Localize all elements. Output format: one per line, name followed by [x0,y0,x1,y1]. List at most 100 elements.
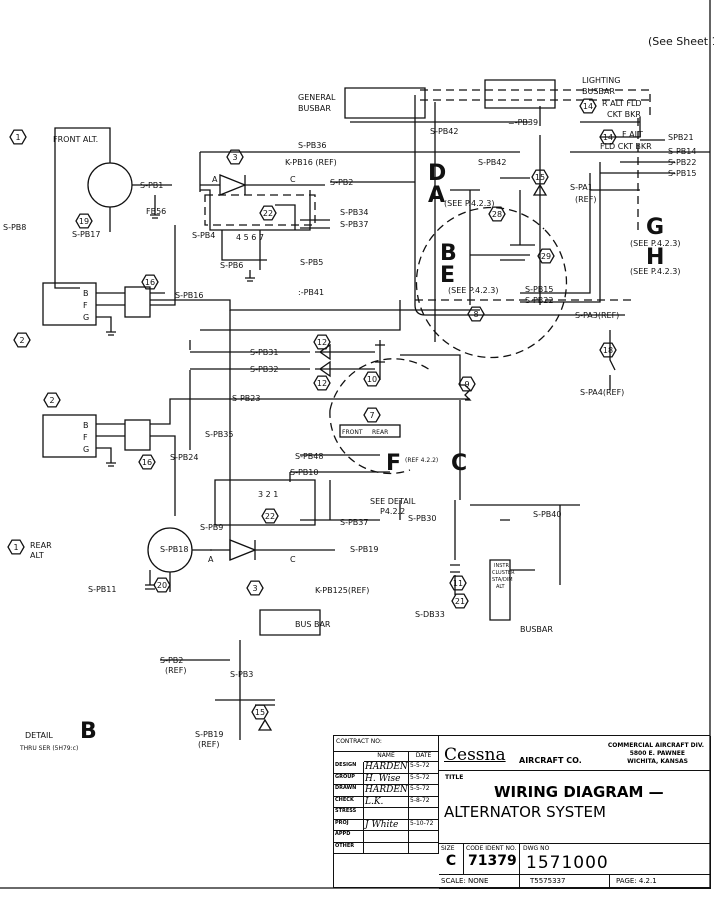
hexagon-icon [599,129,617,145]
callout-number: 11 [453,579,463,588]
wire-label: S-PB22 [525,296,553,305]
company-block: Cessna AIRCRAFT CO. COMMERCIAL AIRCRAFT … [439,736,711,771]
hexagon-icon [251,704,269,720]
wire-label: S-PB42 [478,158,506,167]
wire-label: S-PB37 [340,220,368,229]
hexagon-icon [599,342,617,358]
signoff-role: DESIGN [334,762,364,774]
section-letters: D A B E G H F C B [80,161,664,744]
wire-label: CKT BKR [607,110,641,119]
wire-label: S-PB11 [88,585,116,594]
callout-22: 22 [261,508,279,524]
division: COMMERCIAL AIRCRAFT DIV. [607,742,704,749]
wire-label: S-PB42 [430,127,458,136]
wire-label: =-PB39 [508,118,538,127]
callout-14: 14 [599,129,617,145]
wire-label: G [83,313,89,322]
reference-number: T5575337 [520,875,610,889]
wire-label: G [646,215,664,240]
wire-label: ALT [496,584,506,590]
wire-label: (REF) [575,195,596,204]
hexagon-icon [246,580,264,596]
wire-label: S-PB3 [230,670,253,679]
wire-label: LIGHTING [582,76,620,85]
callout-1: 1 [7,539,25,555]
wire-label: C [290,175,296,184]
wire-label: P4.2.2 [380,507,405,516]
callout-22: 22 [259,205,277,221]
wire-label: S-PB35 [205,430,233,439]
hexagon-icon [261,508,279,524]
callout-number: 21 [455,597,465,606]
signoff-date: 5-5-72 [409,773,439,785]
title-area: TITLE WIRING DIAGRAM — ALTERNATOR SYSTEM [439,771,711,844]
wires [42,79,710,740]
callout-number: 15 [535,173,545,182]
hexagon-icon [13,332,31,348]
wire-label: (REF) [165,666,186,675]
wire-label: S-PB10 [290,468,318,477]
wire-label: (SEE P.4.2.3) [444,199,494,208]
wire-label: F ALT [622,130,643,139]
wire-label: S-PB40 [533,510,561,519]
signoff-date [409,808,439,820]
wire-label: B [80,719,97,744]
callout-number: 3 [232,153,237,162]
wire-label: FRONT ALT. [53,135,98,144]
wire-label: S-PB9 [200,523,223,532]
callout-21: 21 [451,593,469,609]
wire-label: (SEE P.4.2.3) [448,286,498,295]
callout-number: 10 [367,375,377,384]
callout-number: 22 [263,209,273,218]
wire-label: B [440,241,457,266]
callout-28: 28 [488,206,506,222]
callout-number: 9 [464,380,469,389]
wire-label: (SEE P.4.2.3) [630,239,680,248]
callout-8: 8 [467,306,485,322]
callout-2: 2 [13,332,31,348]
hexagon-icon [9,129,27,145]
signoff-date: 5-5-72 [409,762,439,774]
title-line-1: WIRING DIAGRAM — [494,783,664,801]
wire-label: S-PB6 [220,261,243,270]
page-number: PAGE: 4.2.1 [610,875,711,889]
hexagon-icon [579,98,597,114]
callout-number: 18 [603,346,613,355]
wire-label: S-PA4(REF) [580,388,624,397]
hexagon-icon [226,149,244,165]
wire-label: SPB21 [668,133,694,142]
signoff-date [409,842,439,854]
wire-label: GENERAL [298,93,336,102]
wire-label: STA/DIM [492,577,513,583]
wire-label: S-PB30 [408,514,436,523]
wire-label: INSTR [494,563,509,569]
wire-label: FRONT [342,429,363,436]
code-ident-value: 71379 [468,853,517,869]
callout-3: 3 [226,149,244,165]
callout-12: 12 [313,334,331,350]
wire-label: A [428,183,445,208]
dwg-no-value: 1571000 [526,853,609,873]
callout-number: 3 [252,584,257,593]
callout-2: 2 [43,392,61,408]
callout-number: 12 [317,338,327,347]
signoff-role: APPD [334,831,364,843]
hexagon-icon [259,205,277,221]
wire-label: S-PB1 [140,181,163,190]
wire-label: REAR [372,429,388,436]
wire-label: H [646,245,664,270]
wire-label: A [212,175,218,184]
hexagon-icon [43,392,61,408]
signoff-date [409,831,439,843]
callout-15: 15 [531,169,549,185]
callout-number: 19 [79,217,89,226]
wire-label: B [83,289,89,298]
wire-label: S-PB24 [170,453,198,462]
wire-label: S-PB2 [330,178,353,187]
wire-label: CLUSTER [492,570,515,576]
hexagon-icon [153,577,171,593]
hexagon-icon [451,593,469,609]
company-suffix: AIRCRAFT CO. [519,756,582,765]
hexagon-icon [449,575,467,591]
callout-1: 1 [9,129,27,145]
